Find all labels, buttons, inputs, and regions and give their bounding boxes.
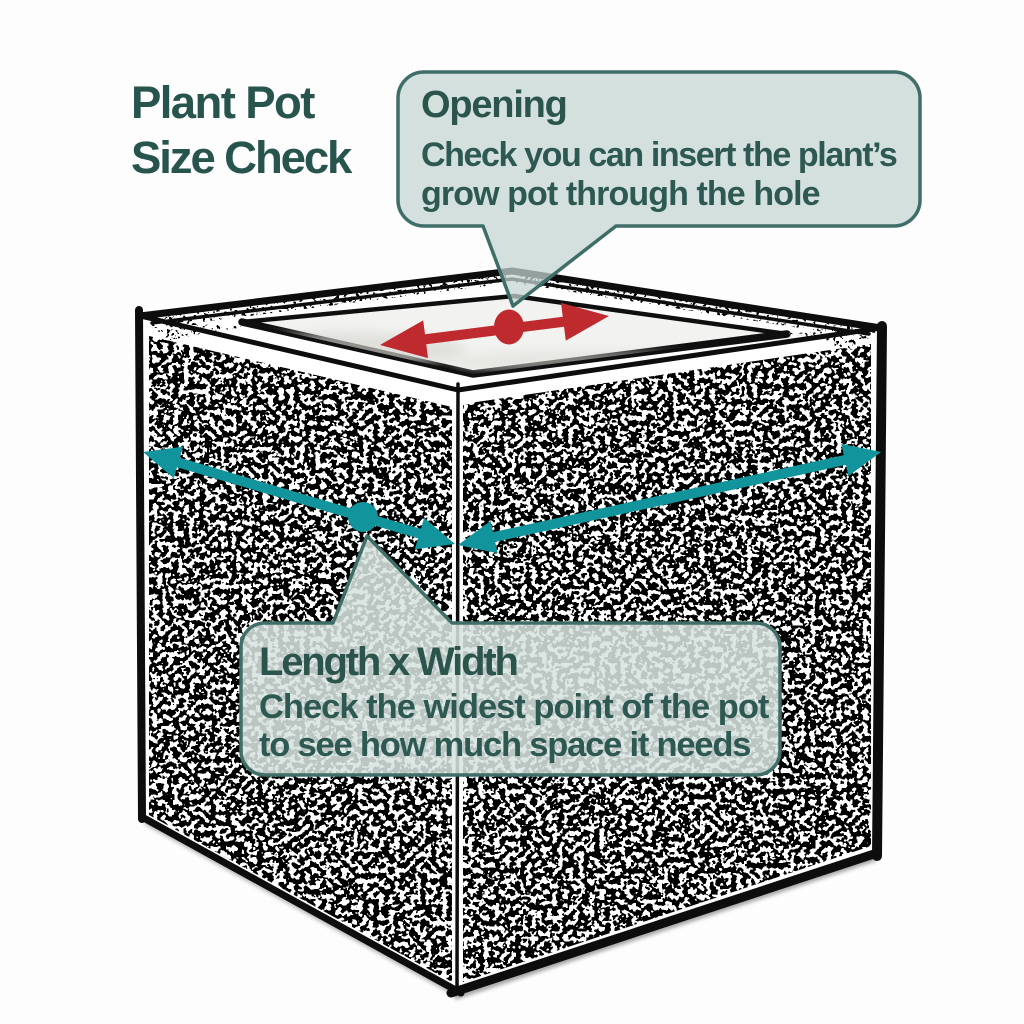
svg-text:Length x Width: Length x Width (259, 640, 517, 684)
svg-text:Opening: Opening (421, 84, 567, 126)
svg-text:grow pot through the hole: grow pot through the hole (421, 175, 820, 213)
svg-text:Plant Pot: Plant Pot (131, 77, 315, 128)
svg-text:Check you can insert the plant: Check you can insert the plant’s (421, 136, 897, 174)
svg-text:to see how much space it needs: to see how much space it needs (259, 726, 750, 764)
svg-text:Check the widest point of the: Check the widest point of the pot (259, 688, 770, 726)
svg-text:Size Check: Size Check (131, 132, 353, 183)
